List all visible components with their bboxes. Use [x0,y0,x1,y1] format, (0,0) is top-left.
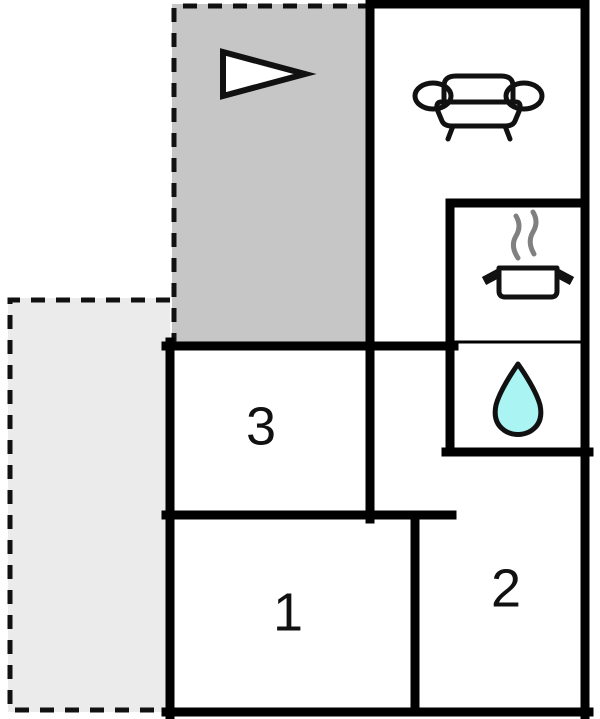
room-number-labels: 3 1 2 [246,396,521,642]
wall-living-room-outline [365,0,590,351]
zone-fills [8,4,370,712]
steam-left [510,213,522,261]
steam-right [527,209,539,257]
room-number-2: 2 [491,558,521,618]
room-number-3: 3 [246,396,276,456]
terrace-area [8,298,170,712]
water-drop-icon [492,361,544,437]
arrow-right-icon [220,48,317,100]
structural-walls [161,0,594,719]
room-number-1: 1 [273,582,303,642]
dashed-outlines [7,3,372,713]
wall-kitchen-outline [445,198,590,351]
balcony-area [172,4,370,342]
sofa-icon [412,73,545,142]
pot-body [496,265,560,300]
terrace-outline [7,297,170,713]
cooking-pot-icon [481,209,575,300]
